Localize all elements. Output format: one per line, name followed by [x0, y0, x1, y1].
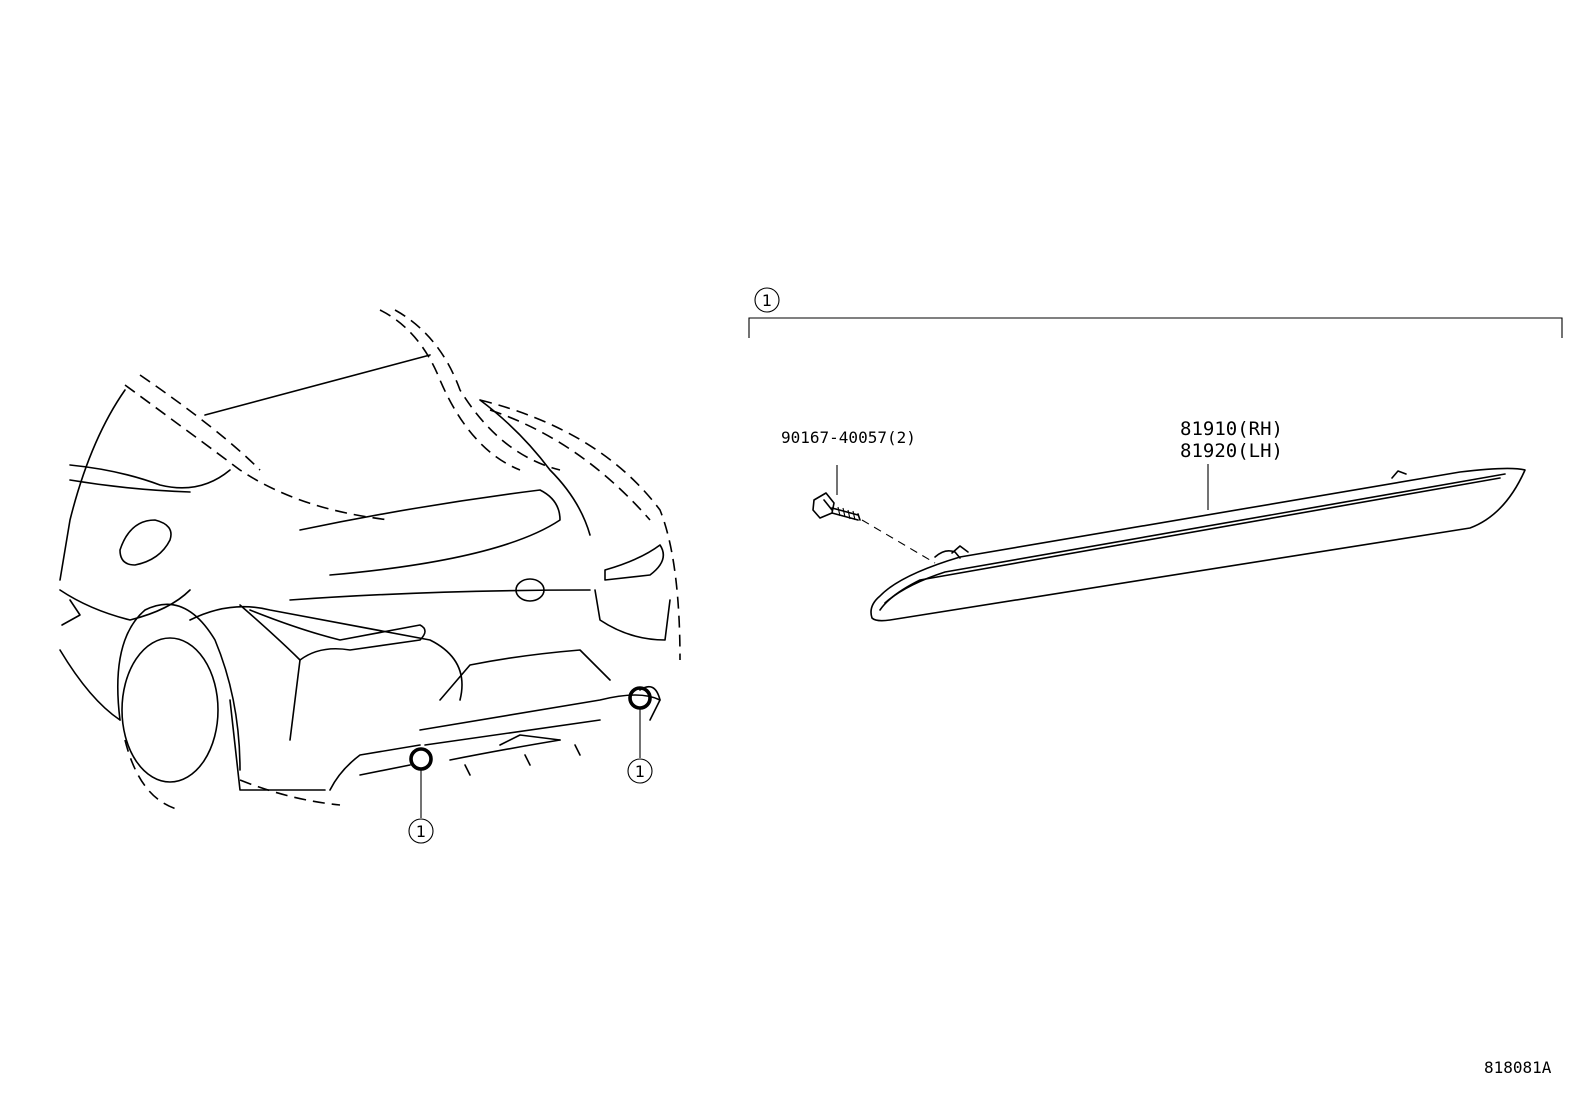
- callout-bubble-left: 1: [408, 818, 434, 844]
- lamp-part-number-lh: 81920(LH): [1180, 440, 1283, 462]
- assembly-bracket: 1: [748, 287, 1563, 338]
- svg-text:1: 1: [635, 762, 645, 781]
- reflector-location-markers: [409, 686, 652, 818]
- lamp-part-number-rh: 81910(RH): [1180, 418, 1283, 440]
- reflector-lamp-icon: [870, 464, 1526, 622]
- svg-text:1: 1: [762, 291, 772, 310]
- callout-bubble-right: 1: [627, 758, 653, 784]
- car-rear-illustration: [59, 309, 681, 811]
- diagram-code: 818081A: [1484, 1058, 1552, 1077]
- svg-text:1: 1: [416, 822, 426, 841]
- reflector-marker-right: [628, 686, 652, 710]
- bolt-part-number: 90167-40057(2): [781, 428, 916, 447]
- reflector-marker-left: [409, 747, 433, 771]
- bolt-icon: [812, 465, 936, 564]
